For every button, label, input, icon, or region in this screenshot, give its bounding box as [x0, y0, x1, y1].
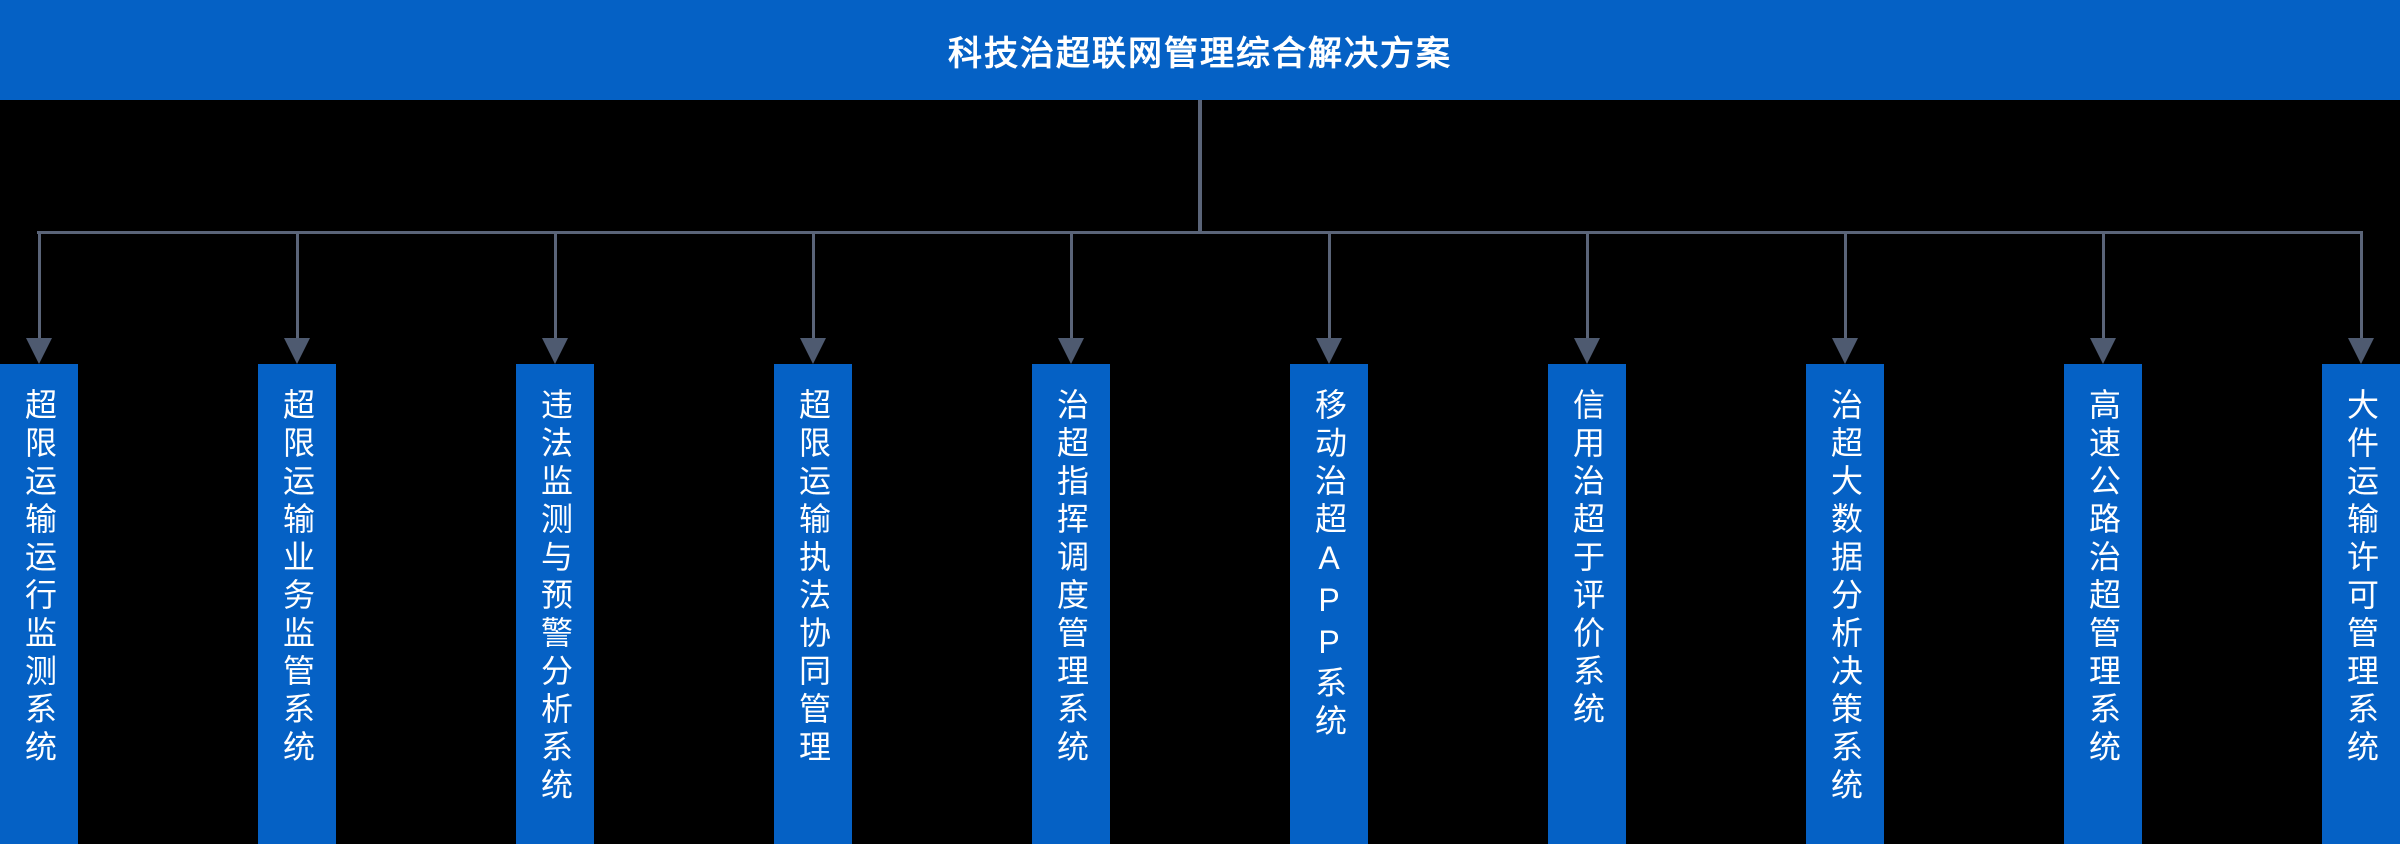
- node-label: 信用治超于评价系统: [1569, 388, 1605, 730]
- chart-header: 科技治超联网管理综合解决方案: [0, 0, 2400, 100]
- node-label: 移动治超APP系统: [1311, 388, 1347, 742]
- node-label: 高速公路治超管理系统: [2085, 388, 2121, 768]
- connector-drop: [1069, 234, 1073, 338]
- arrow-down-icon: [542, 338, 568, 364]
- arrow-down-icon: [1832, 338, 1858, 364]
- connector-drop: [37, 234, 41, 338]
- node-box: 超限运输业务监管系统: [258, 364, 336, 844]
- connector-drop: [553, 234, 557, 338]
- arrow-down-icon: [1316, 338, 1342, 364]
- arrow-down-icon: [800, 338, 826, 364]
- chart-column: 治超指挥调度管理系统: [1032, 234, 1110, 844]
- connector-drop: [1327, 234, 1331, 338]
- arrow-down-icon: [2090, 338, 2116, 364]
- chart-column: 超限运输业务监管系统: [258, 234, 336, 844]
- node-box: 超限运输执法协同管理: [774, 364, 852, 844]
- node-box: 违法监测与预警分析系统: [516, 364, 594, 844]
- node-box: 超限运输运行监测系统: [0, 364, 78, 844]
- chart-column: 超限运输执法协同管理: [774, 234, 852, 844]
- node-label: 大件运输许可管理系统: [2343, 388, 2379, 768]
- connector-drop: [1843, 234, 1847, 338]
- connector-drop: [1585, 234, 1589, 338]
- chart-column: 违法监测与预警分析系统: [516, 234, 594, 844]
- node-box: 治超指挥调度管理系统: [1032, 364, 1110, 844]
- chart-column: 信用治超于评价系统: [1548, 234, 1626, 844]
- node-box: 移动治超APP系统: [1290, 364, 1368, 844]
- connector-bus: [37, 231, 2363, 234]
- connector-drop: [2359, 234, 2363, 338]
- connector-drop: [811, 234, 815, 338]
- arrow-down-icon: [26, 338, 52, 364]
- node-label: 治超大数据分析决策系统: [1827, 388, 1863, 806]
- arrow-down-icon: [284, 338, 310, 364]
- node-label: 超限运输执法协同管理: [795, 388, 831, 768]
- arrow-down-icon: [1574, 338, 1600, 364]
- chart-column: 超限运输运行监测系统: [0, 234, 78, 844]
- node-label: 超限运输业务监管系统: [279, 388, 315, 768]
- arrow-down-icon: [1058, 338, 1084, 364]
- node-box: 高速公路治超管理系统: [2064, 364, 2142, 844]
- chart-title: 科技治超联网管理综合解决方案: [948, 34, 1452, 73]
- arrow-down-icon: [2348, 338, 2374, 364]
- chart-column: 高速公路治超管理系统: [2064, 234, 2142, 844]
- node-box: 大件运输许可管理系统: [2322, 364, 2400, 844]
- connector-trunk: [1198, 100, 1202, 234]
- chart-column: 大件运输许可管理系统: [2322, 234, 2400, 844]
- connector-drop: [2101, 234, 2105, 338]
- chart-column: 移动治超APP系统: [1290, 234, 1368, 844]
- node-label: 违法监测与预警分析系统: [537, 388, 573, 806]
- node-box: 治超大数据分析决策系统: [1806, 364, 1884, 844]
- node-label: 超限运输运行监测系统: [21, 388, 57, 768]
- chart-column: 治超大数据分析决策系统: [1806, 234, 1884, 844]
- connector-drop: [295, 234, 299, 338]
- node-label: 治超指挥调度管理系统: [1053, 388, 1089, 768]
- node-box: 信用治超于评价系统: [1548, 364, 1626, 844]
- node-columns: 超限运输运行监测系统 超限运输业务监管系统 违法监测与预警分析系统 超限运输执法…: [0, 234, 2400, 844]
